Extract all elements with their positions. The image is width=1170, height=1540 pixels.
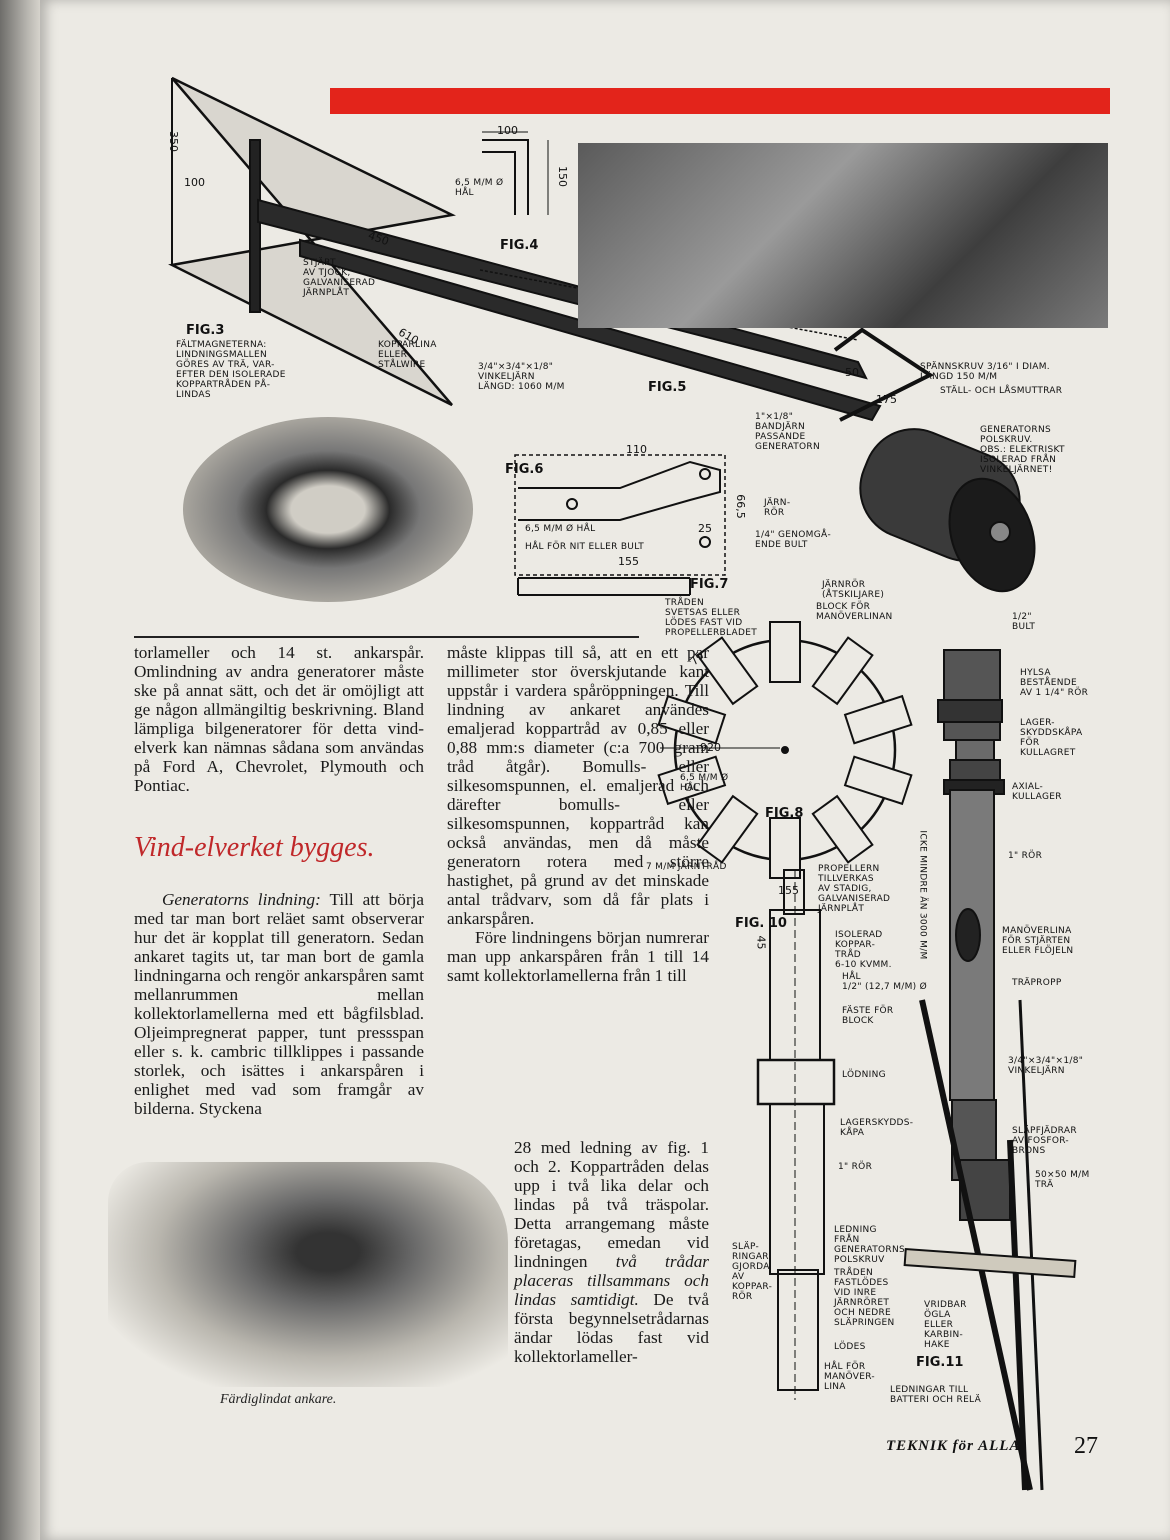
magazine-name: TEKNIK för ALLA: [886, 1438, 1021, 1454]
body-text: Till att börja med tar man bort reläet s…: [134, 890, 424, 1118]
label-iron-wire: 7 m/m JÄRNTRÅD: [646, 862, 727, 872]
fig10-label: FIG. 10: [735, 916, 787, 931]
dim-25: 25: [698, 522, 712, 535]
fig6-hole: 6,5 m/m ø HÅL: [525, 524, 596, 534]
label-control-line: MANÖVERLINA FÖR STJÄRTEN ELLER FLÖJELN: [1002, 926, 1074, 956]
label-hole-half: HÅL 1/2" (12,7 m/m) ø: [842, 972, 928, 992]
fig3-label: FIG.3: [186, 323, 225, 338]
label-copper-line: KOPPARLINA ELLER STÅLWIRE: [378, 340, 437, 370]
column-1-intro: torlameller och 14 st. ankarspår. Omlind…: [134, 643, 424, 795]
dim-920: 920: [700, 741, 721, 754]
label-iron-pipe-spacer: JÄRNRÖR (ÅTSKILJARE): [822, 580, 885, 600]
fig4-hole: 6,5 m/m ø HÅL: [455, 178, 504, 198]
fig6-note: HÅL FÖR NIT ELLER BULT: [525, 542, 645, 552]
mast-upper: [943, 649, 1001, 741]
dim-50: 50: [845, 366, 859, 379]
lead-in: Generatorns lindning:: [162, 890, 321, 909]
label-propeller: PROPELLERN TILLVERKAS AV STADIG, GALVANI…: [818, 864, 891, 914]
label-tail: STJÄRT AV TJOCK, GALVANISERAD JÄRNPLÅT: [303, 258, 376, 298]
body-text: 28 med ledning av fig. 1 och 2. Koppartr…: [514, 1138, 709, 1271]
label-nuts: STÄLL- OCH LÅSMUTTRAR: [940, 386, 1063, 396]
label-sleeve: HYLSA BESTÅENDE AV 1 1/4" RÖR: [1020, 668, 1089, 698]
label-pipe1: 1" RÖR: [1008, 851, 1043, 861]
label-band-iron: 1"×1/8" BANDJÄRN PASSANDE GENERATORN: [755, 412, 820, 452]
label-angle-iron-2: 3/4"×3/4"×1/8" VINKELJÄRN: [1008, 1056, 1084, 1076]
fig8-label: FIG.8: [765, 806, 804, 821]
paragraph: torlameller och 14 st. ankarspår. Omlind…: [134, 643, 424, 795]
section-heading: Vind-elverket bygges.: [134, 832, 375, 863]
fig5-label: FIG.5: [648, 380, 687, 395]
label-slip-springs: SLÄPFJÄDRAR AV FOSFOR- BRONS: [1012, 1126, 1077, 1156]
fig8-hole: 6,5 m/m ø HÅL: [680, 773, 729, 793]
label-pipe1b: 1" RÖR: [838, 1162, 873, 1172]
label-leads: LEDNINGAR TILL BATTERI OCH RELÄ: [890, 1385, 982, 1405]
body-text: De två första begynnelsetrådarnas ändar …: [514, 1290, 709, 1366]
page-number: 27: [1074, 1433, 1098, 1459]
red-header-bar: [330, 88, 1110, 114]
fig7-label: FIG.7: [690, 577, 729, 592]
column-2-bottom: 28 med ledning av fig. 1 och 2. Koppartr…: [514, 1138, 709, 1366]
label-soldering: LÖDNING: [842, 1070, 886, 1080]
label-angle-iron: 3/4"×3/4"×1/8" VINKELJÄRN LÄNGD: 1060 m/…: [478, 362, 565, 392]
paragraph: måste klippas till så, att en ett par mi…: [447, 643, 709, 928]
fig3-caption: FÄLTMAGNETERNA: LINDNINGSMALLEN GÖRES AV…: [176, 340, 286, 400]
column-rule: [134, 636, 639, 638]
boom-arm-lower: [299, 238, 882, 422]
label-bearing-cap: LAGERSKYDDS- KÅPA: [840, 1118, 914, 1138]
label-turnbuckle: SPÄNNSKRUV 3/16" I DIAM. LÄNGD 150 m/m: [920, 362, 1050, 382]
label-bearing-guard: LAGER- SKYDDSKÅPA FÖR KULLAGRET: [1020, 718, 1083, 758]
photo-caption: Färdiglindat ankare.: [220, 1392, 337, 1407]
label-wires-fastened: TRÅDEN FASTLÖDES VID INRE JÄRNRÖRET OCH …: [834, 1268, 895, 1328]
dim-45: 45: [754, 935, 768, 950]
label-half-bolt: 1/2" BULT: [1012, 612, 1036, 632]
label-pole-screw: GENERATORNS POLSKRUV. OBS.: ELEKTRISKT I…: [980, 425, 1065, 475]
fig6-label: FIG.6: [505, 462, 544, 477]
label-hook: VRIDBAR ÖGLA ELLER KARBIN- HAKE: [924, 1300, 967, 1350]
dim-100a: 100: [184, 176, 205, 189]
label-through-bolt: 1/4" GENOMGÅ- ENDE BULT: [755, 530, 832, 550]
column-2-top: måste klippas till så, att en ett par mi…: [447, 643, 709, 985]
emphasis: två trådar placeras tillsammans och lind…: [514, 1252, 709, 1309]
label-wire-weld: TRÅDEN SVETSAS ELLER LÖDES FAST VID PROP…: [665, 598, 758, 638]
photo-hands-adjusting: [578, 143, 1108, 328]
label-wood: 50×50 m/m TRÄ: [1035, 1170, 1090, 1190]
dim-175: 175: [876, 393, 897, 406]
paragraph: 28 med ledning av fig. 1 och 2. Koppartr…: [514, 1138, 709, 1366]
label-iron-pipe: JÄRN- RÖR: [764, 498, 791, 518]
photo-field-coil: [183, 417, 473, 602]
paragraph: Generatorns lindning: Till att börja med…: [134, 890, 424, 1118]
dim-110: 110: [626, 443, 647, 456]
book-spine: [0, 0, 40, 1540]
dim-350: 350: [167, 131, 180, 152]
label-slip-rings: SLÄP- RINGAR GJORDA AV KOPPAR- RÖR: [732, 1242, 773, 1302]
dim-66-5: 66,5: [733, 494, 747, 519]
fig4-label: FIG.4: [500, 238, 539, 253]
dim-150: 150: [556, 166, 569, 187]
label-min-length: ICKE MINDRE ÄN 3000 m/m: [917, 830, 928, 960]
photo-wound-armature: [108, 1162, 508, 1387]
label-hole-line: HÅL FÖR MANÖVER- LINA: [824, 1362, 875, 1392]
column-1-body: Generatorns lindning: Till att börja med…: [134, 890, 424, 1118]
paragraph: Före lindningens början numrerar man upp…: [447, 928, 709, 985]
label-insulated-wire: ISOLERAD KOPPAR- TRÅD 6-10 KVMM.: [835, 930, 892, 970]
label-lead-from: LEDNING FRÅN GENERATORNS POLSKRUV: [834, 1225, 906, 1265]
label-lodes: LÖDES: [834, 1342, 866, 1352]
label-axial: AXIAL- KULLAGER: [1012, 782, 1062, 802]
label-block: BLOCK FÖR MANÖVERLINAN: [816, 602, 893, 622]
fig11-label: FIG.11: [916, 1355, 964, 1370]
label-fasten-block: FÄSTE FÖR BLOCK: [842, 1006, 894, 1026]
dim-155a: 155: [618, 555, 639, 568]
vane-stiffener: [249, 139, 261, 313]
dim-155b: 155: [778, 884, 799, 897]
dim-100b: 100: [497, 124, 518, 137]
label-plug: TRÄPROPP: [1012, 978, 1062, 988]
